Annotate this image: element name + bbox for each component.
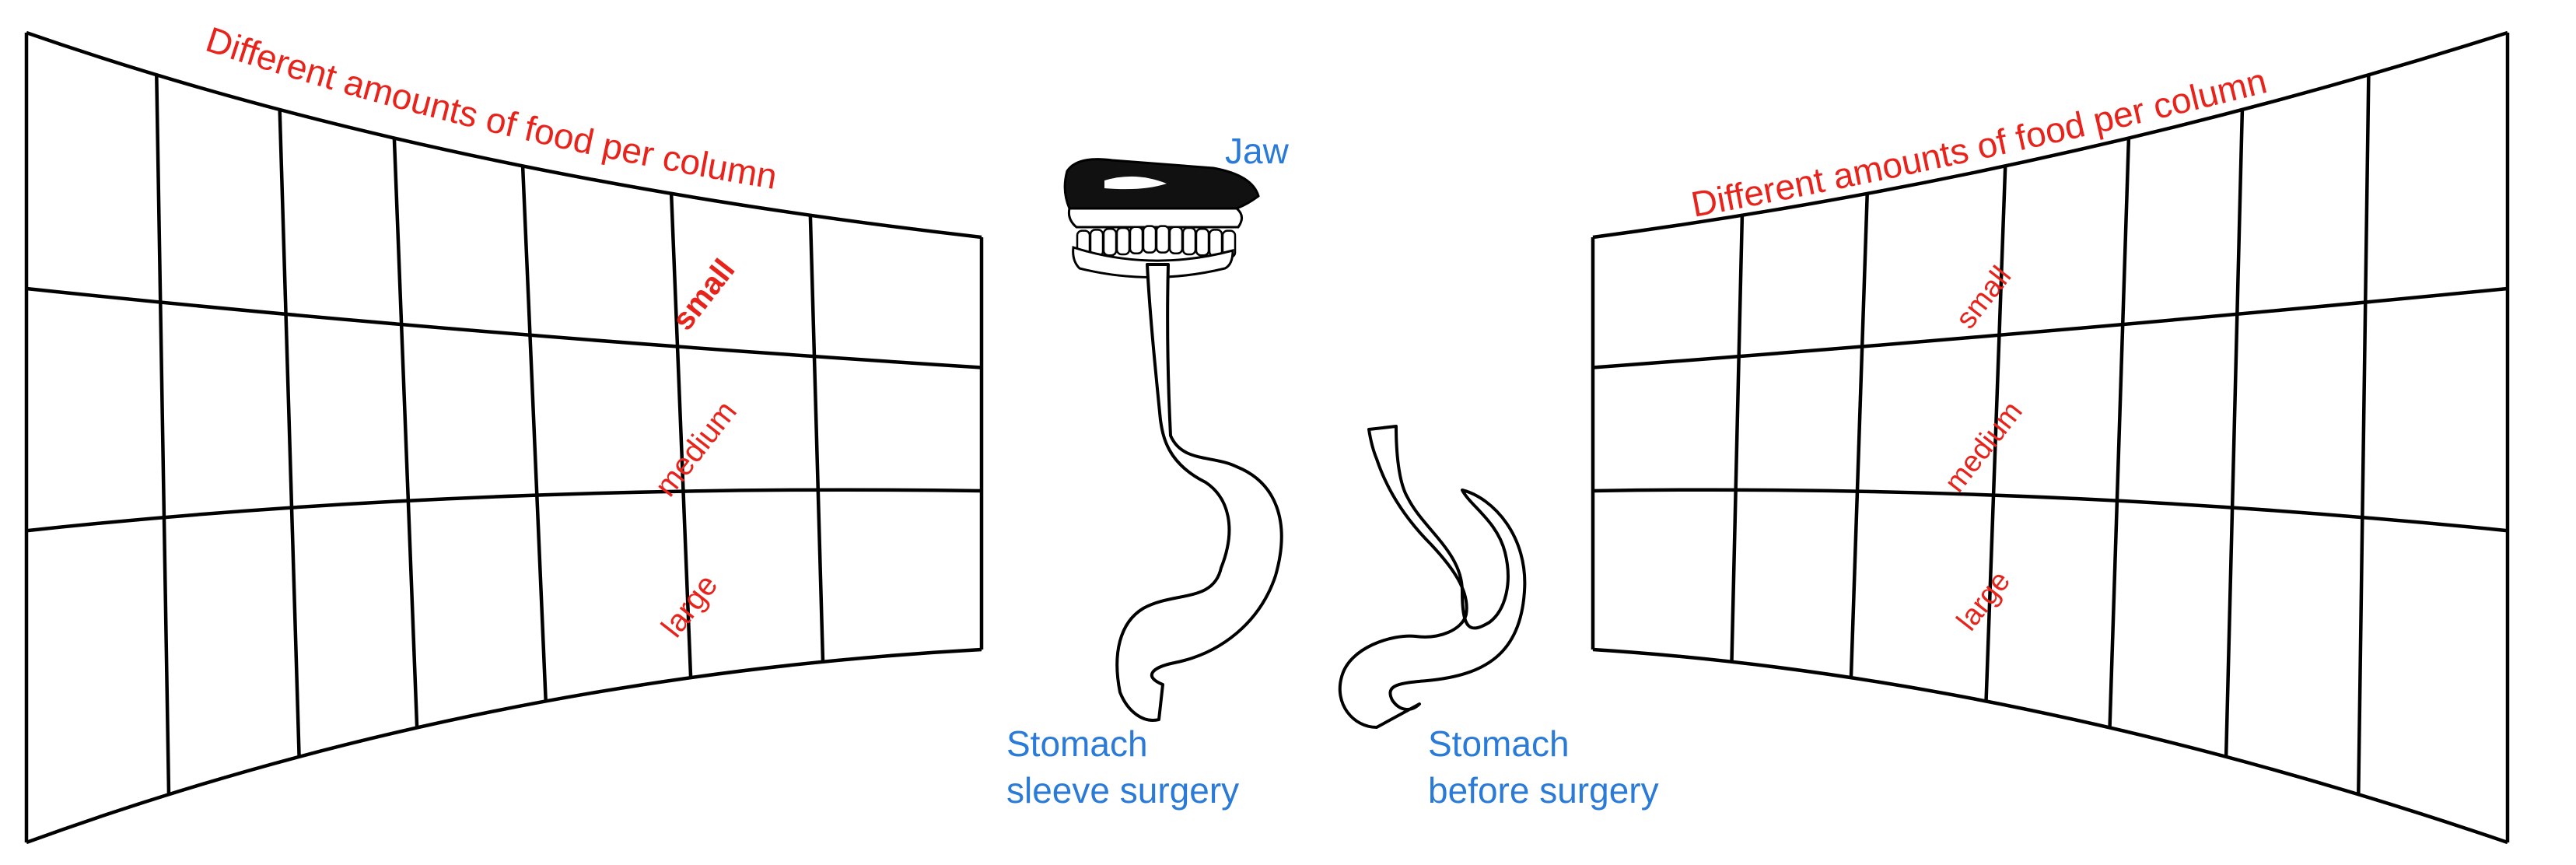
tooth bbox=[1195, 227, 1210, 257]
right-grid-row-line bbox=[1592, 647, 2508, 845]
right-grid-row-line bbox=[1592, 488, 2508, 533]
left-label-large: large bbox=[655, 568, 724, 643]
left-grid-column-line bbox=[278, 109, 301, 757]
right-grid-column-line bbox=[2224, 109, 2245, 757]
tooth bbox=[1129, 226, 1144, 255]
left-food-grid bbox=[24, 30, 984, 845]
right-label-medium: medium bbox=[1938, 395, 2028, 498]
left-grid-column-line bbox=[392, 138, 419, 728]
tooth bbox=[1208, 229, 1223, 257]
right-label-small: small bbox=[1950, 261, 2018, 335]
tooth bbox=[1102, 227, 1118, 257]
left-grid-column-line bbox=[808, 215, 825, 662]
right-grid-column-line bbox=[2108, 138, 2131, 728]
left-grid-row-line bbox=[26, 30, 982, 240]
tooth bbox=[1115, 226, 1131, 256]
right-grid-row-line bbox=[1592, 30, 2508, 240]
tooth bbox=[1181, 226, 1197, 256]
normal-stomach-label-line1: Stomach bbox=[1428, 723, 1570, 764]
right-food-grid bbox=[1591, 30, 2510, 845]
tooth bbox=[1168, 226, 1184, 255]
left-grid-title: Different amounts of food per column bbox=[201, 19, 780, 197]
left-grid-column-line bbox=[520, 166, 548, 702]
jaw-label: Jaw bbox=[1225, 131, 1290, 171]
left-grid-column-line bbox=[155, 75, 171, 795]
right-grid-row-line bbox=[1592, 286, 2508, 369]
jaw-icon bbox=[1063, 158, 1260, 278]
tooth bbox=[1142, 225, 1157, 254]
right-grid-column-line bbox=[2357, 75, 2371, 795]
sleeve-stomach-label-line2: sleeve surgery bbox=[1006, 770, 1239, 811]
right-grid-column-line bbox=[1730, 215, 1745, 662]
left-grid-row-line bbox=[26, 286, 982, 369]
right-grid-title: Different amounts of food per column bbox=[1688, 60, 2270, 224]
left-grid-row-line bbox=[26, 488, 982, 533]
normal-stomach-label-line2: before surgery bbox=[1428, 770, 1659, 811]
left-grid-column-line bbox=[669, 193, 693, 678]
left-label-medium: medium bbox=[649, 394, 744, 503]
right-grid-column-line bbox=[1849, 193, 1869, 678]
right-label-large: large bbox=[1951, 565, 2017, 636]
sleeve-stomach-label-line1: Stomach bbox=[1006, 723, 1148, 764]
tooth bbox=[1155, 225, 1171, 254]
normal-stomach-icon bbox=[1338, 425, 1527, 729]
left-grid-row-line bbox=[26, 647, 982, 845]
sleeve-stomach-icon bbox=[1115, 263, 1283, 722]
right-grid-column-line bbox=[1984, 166, 2007, 702]
